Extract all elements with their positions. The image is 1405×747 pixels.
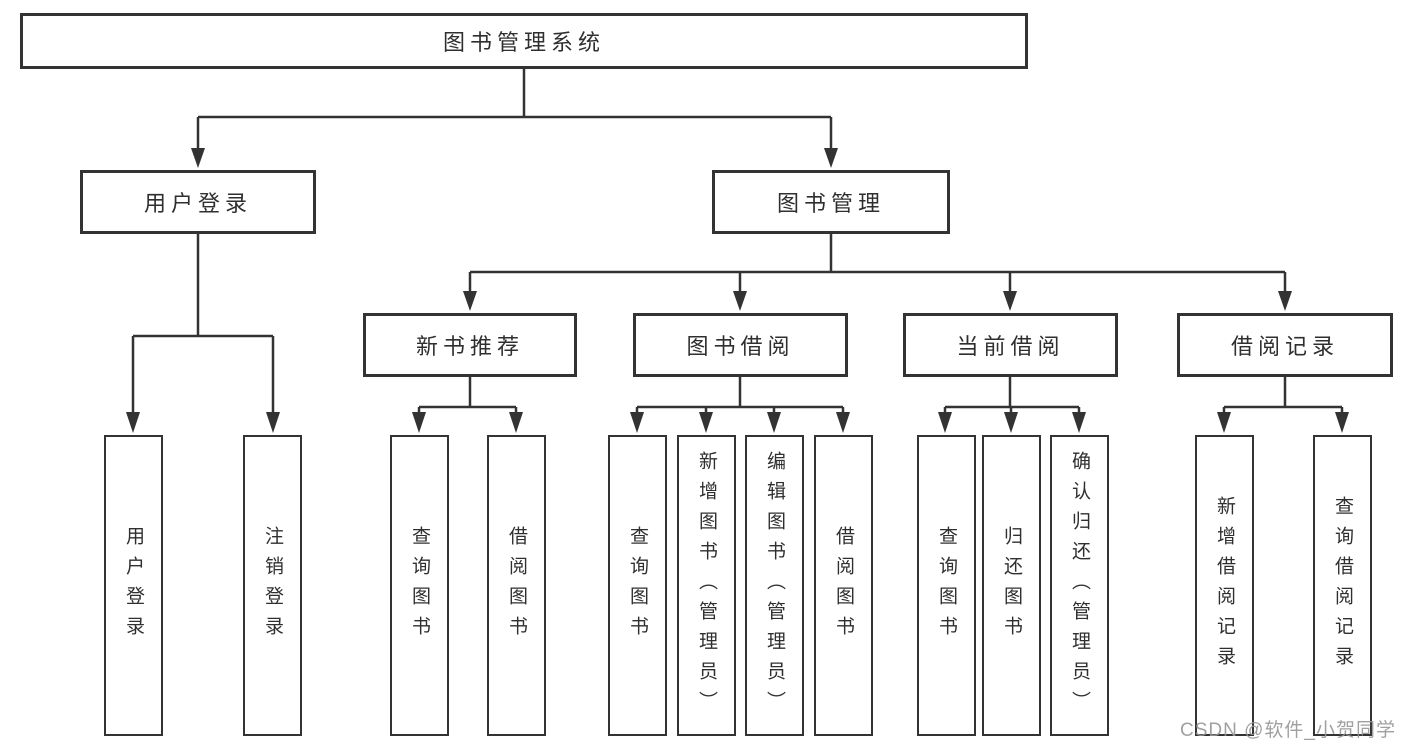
csdn-watermark: CSDN @软件_小贺同学	[1180, 720, 1396, 741]
node-new-book-recommend: 新书推荐	[363, 313, 577, 377]
node-root-library-system: 图书管理系统	[20, 13, 1028, 69]
leaf-add-book-admin: 新增图书（管理员）	[677, 435, 736, 736]
leaf-return-book: 归还图书	[982, 435, 1041, 736]
node-borrow-records: 借阅记录	[1177, 313, 1393, 377]
leaf-borrow-books: 借阅图书	[814, 435, 873, 736]
leaf-query-books-recommend: 查询图书	[390, 435, 449, 736]
leaf-logout: 注销登录	[243, 435, 302, 736]
node-current-borrowing: 当前借阅	[903, 313, 1118, 377]
node-user-login: 用户登录	[80, 170, 316, 234]
leaf-add-borrow-record: 新增借阅记录	[1195, 435, 1254, 736]
leaf-query-borrow-record: 查询借阅记录	[1313, 435, 1372, 736]
leaf-borrow-books-recommend: 借阅图书	[487, 435, 546, 736]
node-book-management: 图书管理	[712, 170, 950, 234]
leaf-query-books-borrowing: 查询图书	[608, 435, 667, 736]
leaf-confirm-return-admin: 确认归还（管理员）	[1050, 435, 1109, 736]
leaf-query-books-current: 查询图书	[917, 435, 976, 736]
leaf-user-login: 用户登录	[104, 435, 163, 736]
leaf-edit-book-admin: 编辑图书（管理员）	[745, 435, 804, 736]
node-book-borrowing: 图书借阅	[633, 313, 848, 377]
